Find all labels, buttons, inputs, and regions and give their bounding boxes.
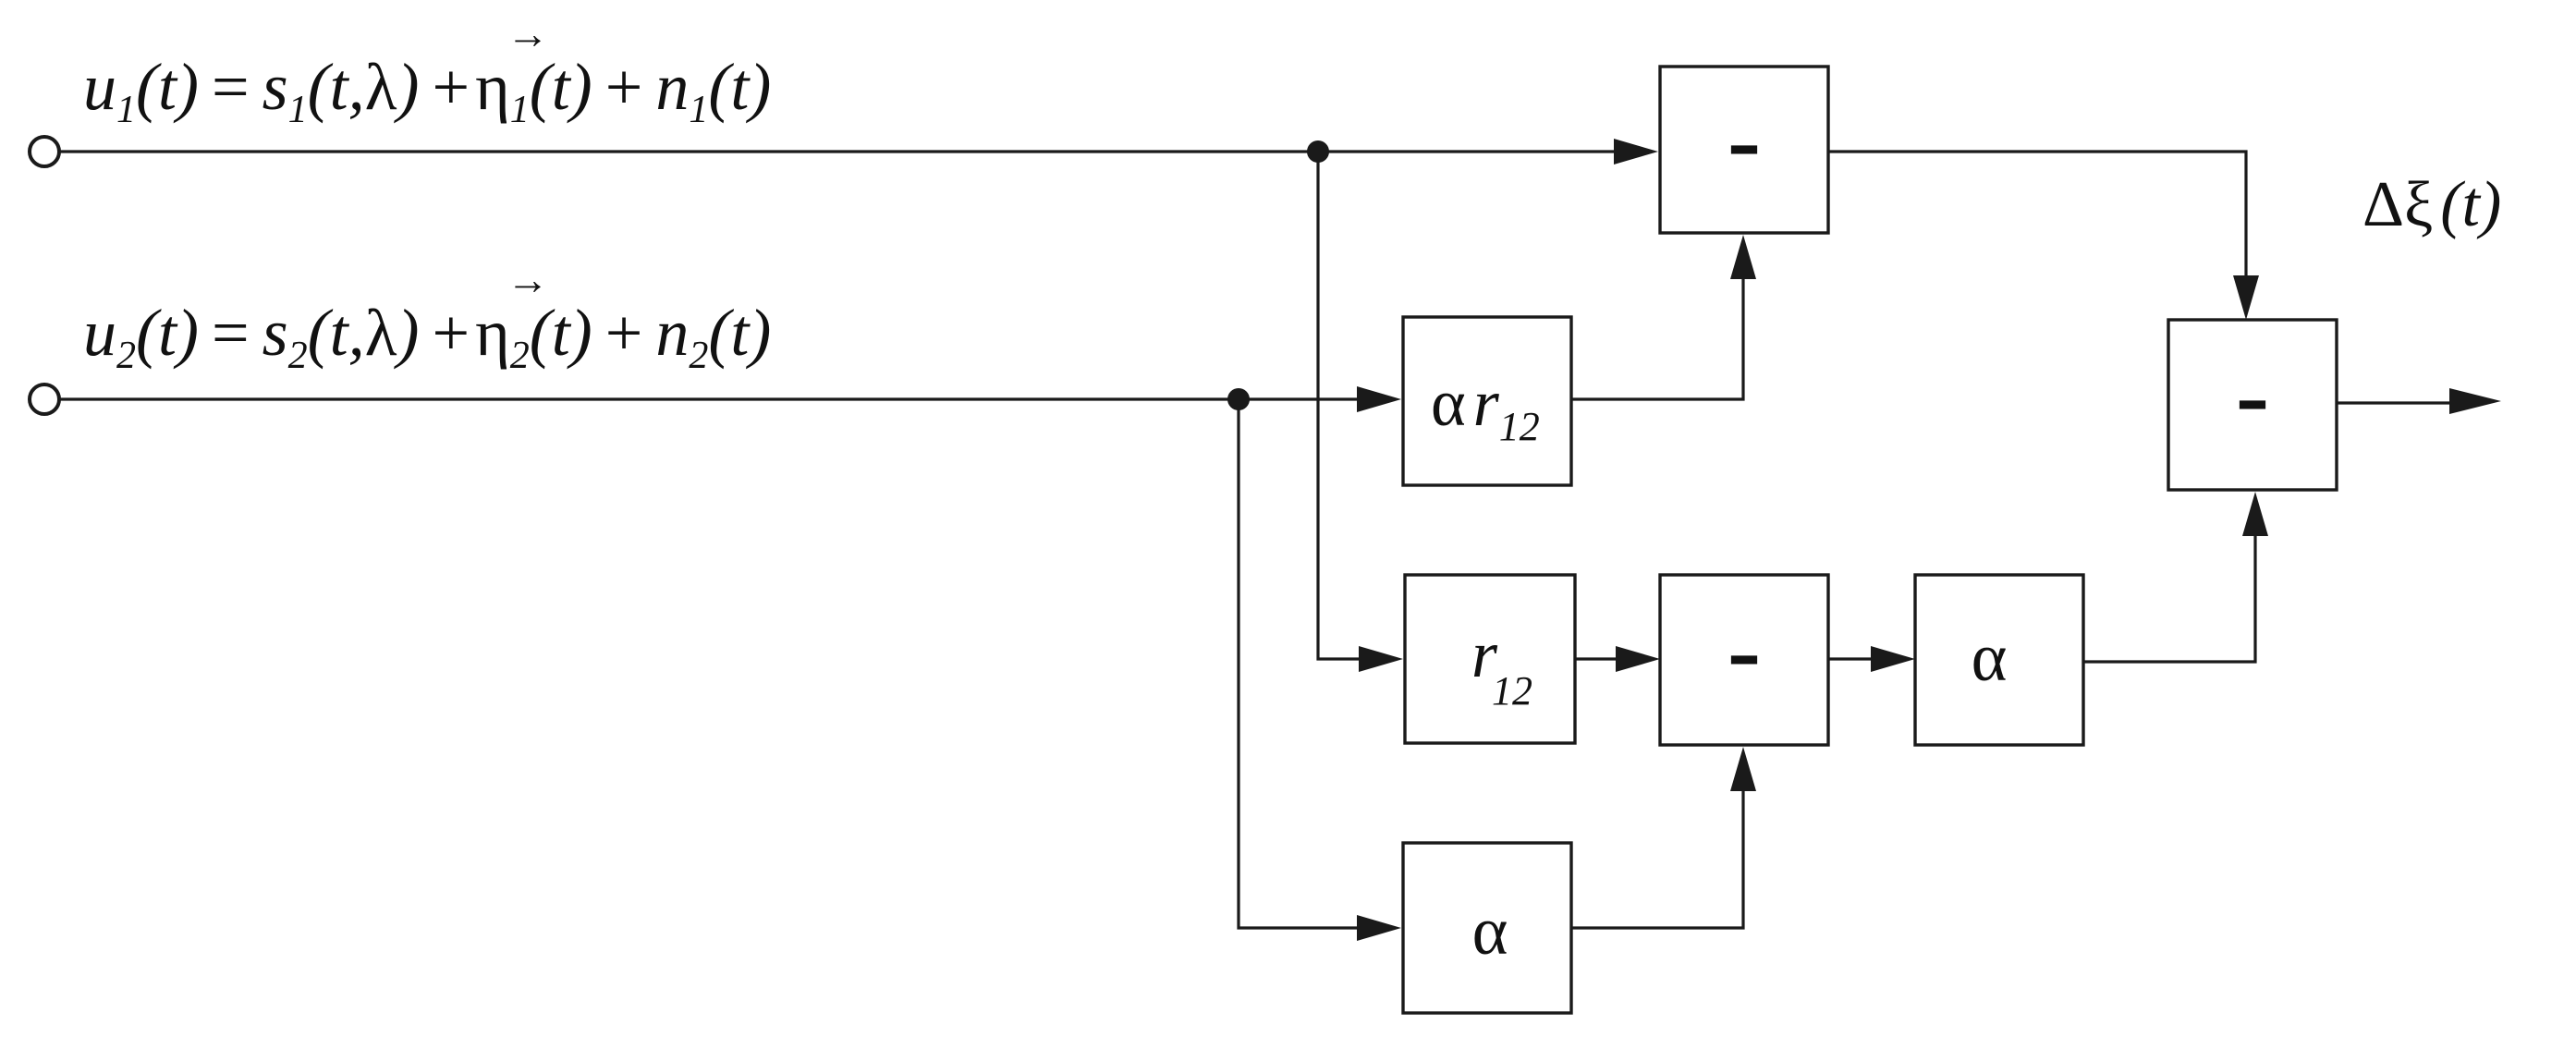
- arrowhead-r12-to-submid: [1616, 646, 1660, 672]
- junction-dot-u2: [1227, 388, 1250, 410]
- svg-text:–: –: [1728, 106, 1761, 184]
- svg-text:r12: r12: [1471, 617, 1532, 714]
- arrowhead-output: [2449, 388, 2501, 414]
- arrowhead-u1-to-subtop: [1614, 139, 1658, 165]
- wire-u1-branch-r12: [1316, 152, 1377, 661]
- arrowhead-subtop-to-subout: [2233, 275, 2259, 320]
- u2-lambda-vector-arrow: →: [507, 256, 549, 303]
- input-terminal-u2: [28, 383, 61, 416]
- arrowhead-alphar12-to-subtop: [1730, 235, 1756, 279]
- arrowhead-submid-to-alphamid: [1871, 646, 1915, 672]
- alpha-block-bottom: α: [1401, 841, 1573, 1015]
- junction-dot-u1: [1307, 140, 1329, 163]
- wire-u2-branch-alpha: [1237, 399, 1375, 930]
- output-label: Δξ(t): [2362, 169, 2501, 240]
- arrowhead-u2-to-alphabottom: [1357, 915, 1401, 941]
- arrowhead-u2-to-alphar12: [1357, 386, 1401, 412]
- arrowhead-alphabottom-to-submid: [1730, 747, 1756, 791]
- subtractor-block-top: –: [1658, 65, 1830, 235]
- svg-text:α: α: [1472, 894, 1508, 970]
- wire-subtop-to-subout: [1828, 150, 2248, 296]
- input-terminal-u1: [28, 135, 61, 168]
- svg-text:–: –: [1728, 616, 1761, 694]
- wire-alphamid-to-subout: [2083, 518, 2257, 664]
- u1-equation: u1(t)=s1(t,λ)+η1(t)+n1(t): [83, 50, 771, 131]
- u2-equation: u2(t)=s2(t,λ)+η2(t)+n2(t): [83, 296, 771, 377]
- arrowhead-alphamid-to-subout: [2242, 492, 2268, 536]
- alpha-block-middle: α: [1913, 573, 2085, 747]
- subtractor-block-output: –: [2167, 318, 2338, 492]
- subtractor-block-middle: –: [1658, 573, 1830, 747]
- r12-block: r12: [1403, 573, 1577, 745]
- u1-lambda-vector-arrow: →: [507, 10, 549, 57]
- wire-alphar12-to-subtop: [1571, 259, 1745, 401]
- wire-alphabottom-to-submid: [1571, 771, 1745, 930]
- svg-text:α: α: [1972, 620, 2008, 696]
- svg-text:–: –: [2236, 361, 2269, 439]
- arrowhead-u1-to-r12: [1359, 646, 1403, 672]
